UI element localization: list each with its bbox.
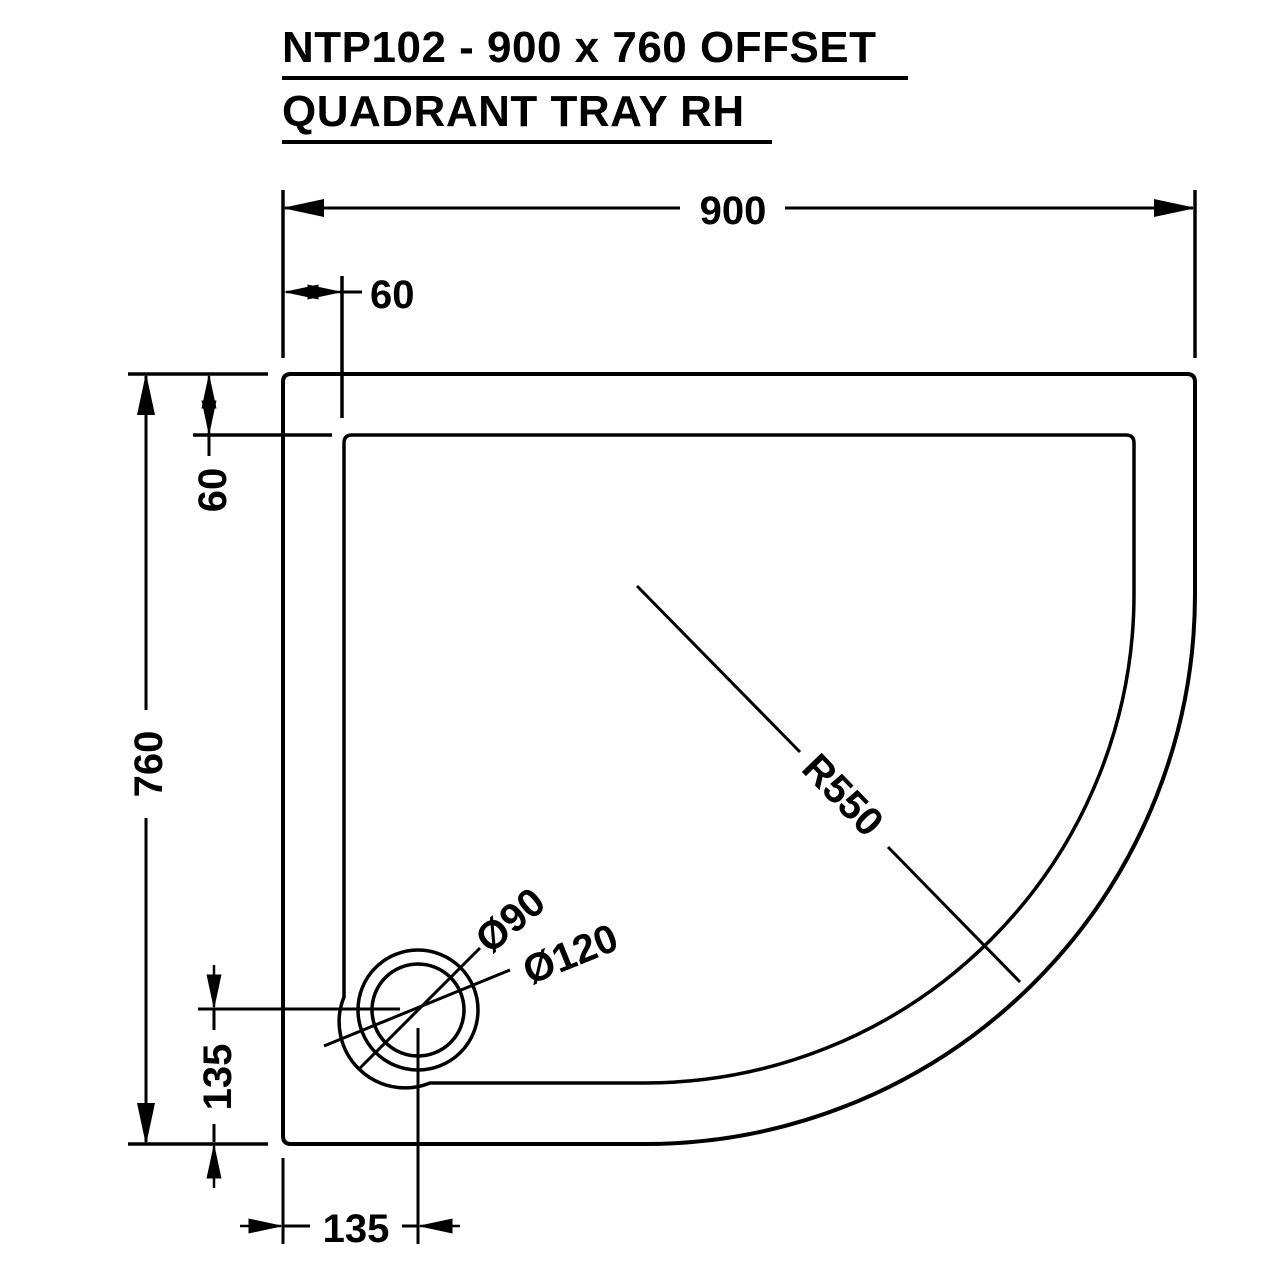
rim-top-dimension: 60 bbox=[191, 373, 332, 513]
drawing-title: NTP102 - 900 x 760 OFFSET QUADRANT TRAY … bbox=[282, 22, 908, 150]
width-label: 900 bbox=[700, 189, 767, 233]
radius-label: R550 bbox=[794, 746, 892, 845]
waste-bottom-label: 135 bbox=[196, 1044, 240, 1111]
width-dimension: 900 bbox=[281, 189, 1197, 358]
waste-outlet: Ø90 Ø120 bbox=[323, 880, 624, 1072]
depth-dimension: 760 bbox=[127, 372, 268, 1146]
title-underline-2 bbox=[282, 140, 772, 144]
tray-outer-outline bbox=[281, 372, 1197, 1146]
tray-inner-outline bbox=[337, 433, 1136, 1090]
waste-left-dimension: 135 bbox=[240, 1028, 460, 1251]
waste-left-label: 135 bbox=[323, 1207, 390, 1251]
title-line-2: QUADRANT TRAY RH bbox=[282, 87, 745, 136]
title-line-1: NTP102 - 900 x 760 OFFSET bbox=[282, 23, 877, 72]
title-underline-1 bbox=[282, 76, 908, 80]
waste-bottom-dimension: 135 bbox=[196, 965, 400, 1188]
rim-side-dimension: 60 bbox=[283, 273, 415, 418]
rim-top-label: 60 bbox=[191, 468, 235, 513]
radius-dimension: R550 bbox=[635, 584, 1022, 984]
rim-side-label: 60 bbox=[370, 273, 415, 317]
depth-label: 760 bbox=[127, 731, 171, 798]
